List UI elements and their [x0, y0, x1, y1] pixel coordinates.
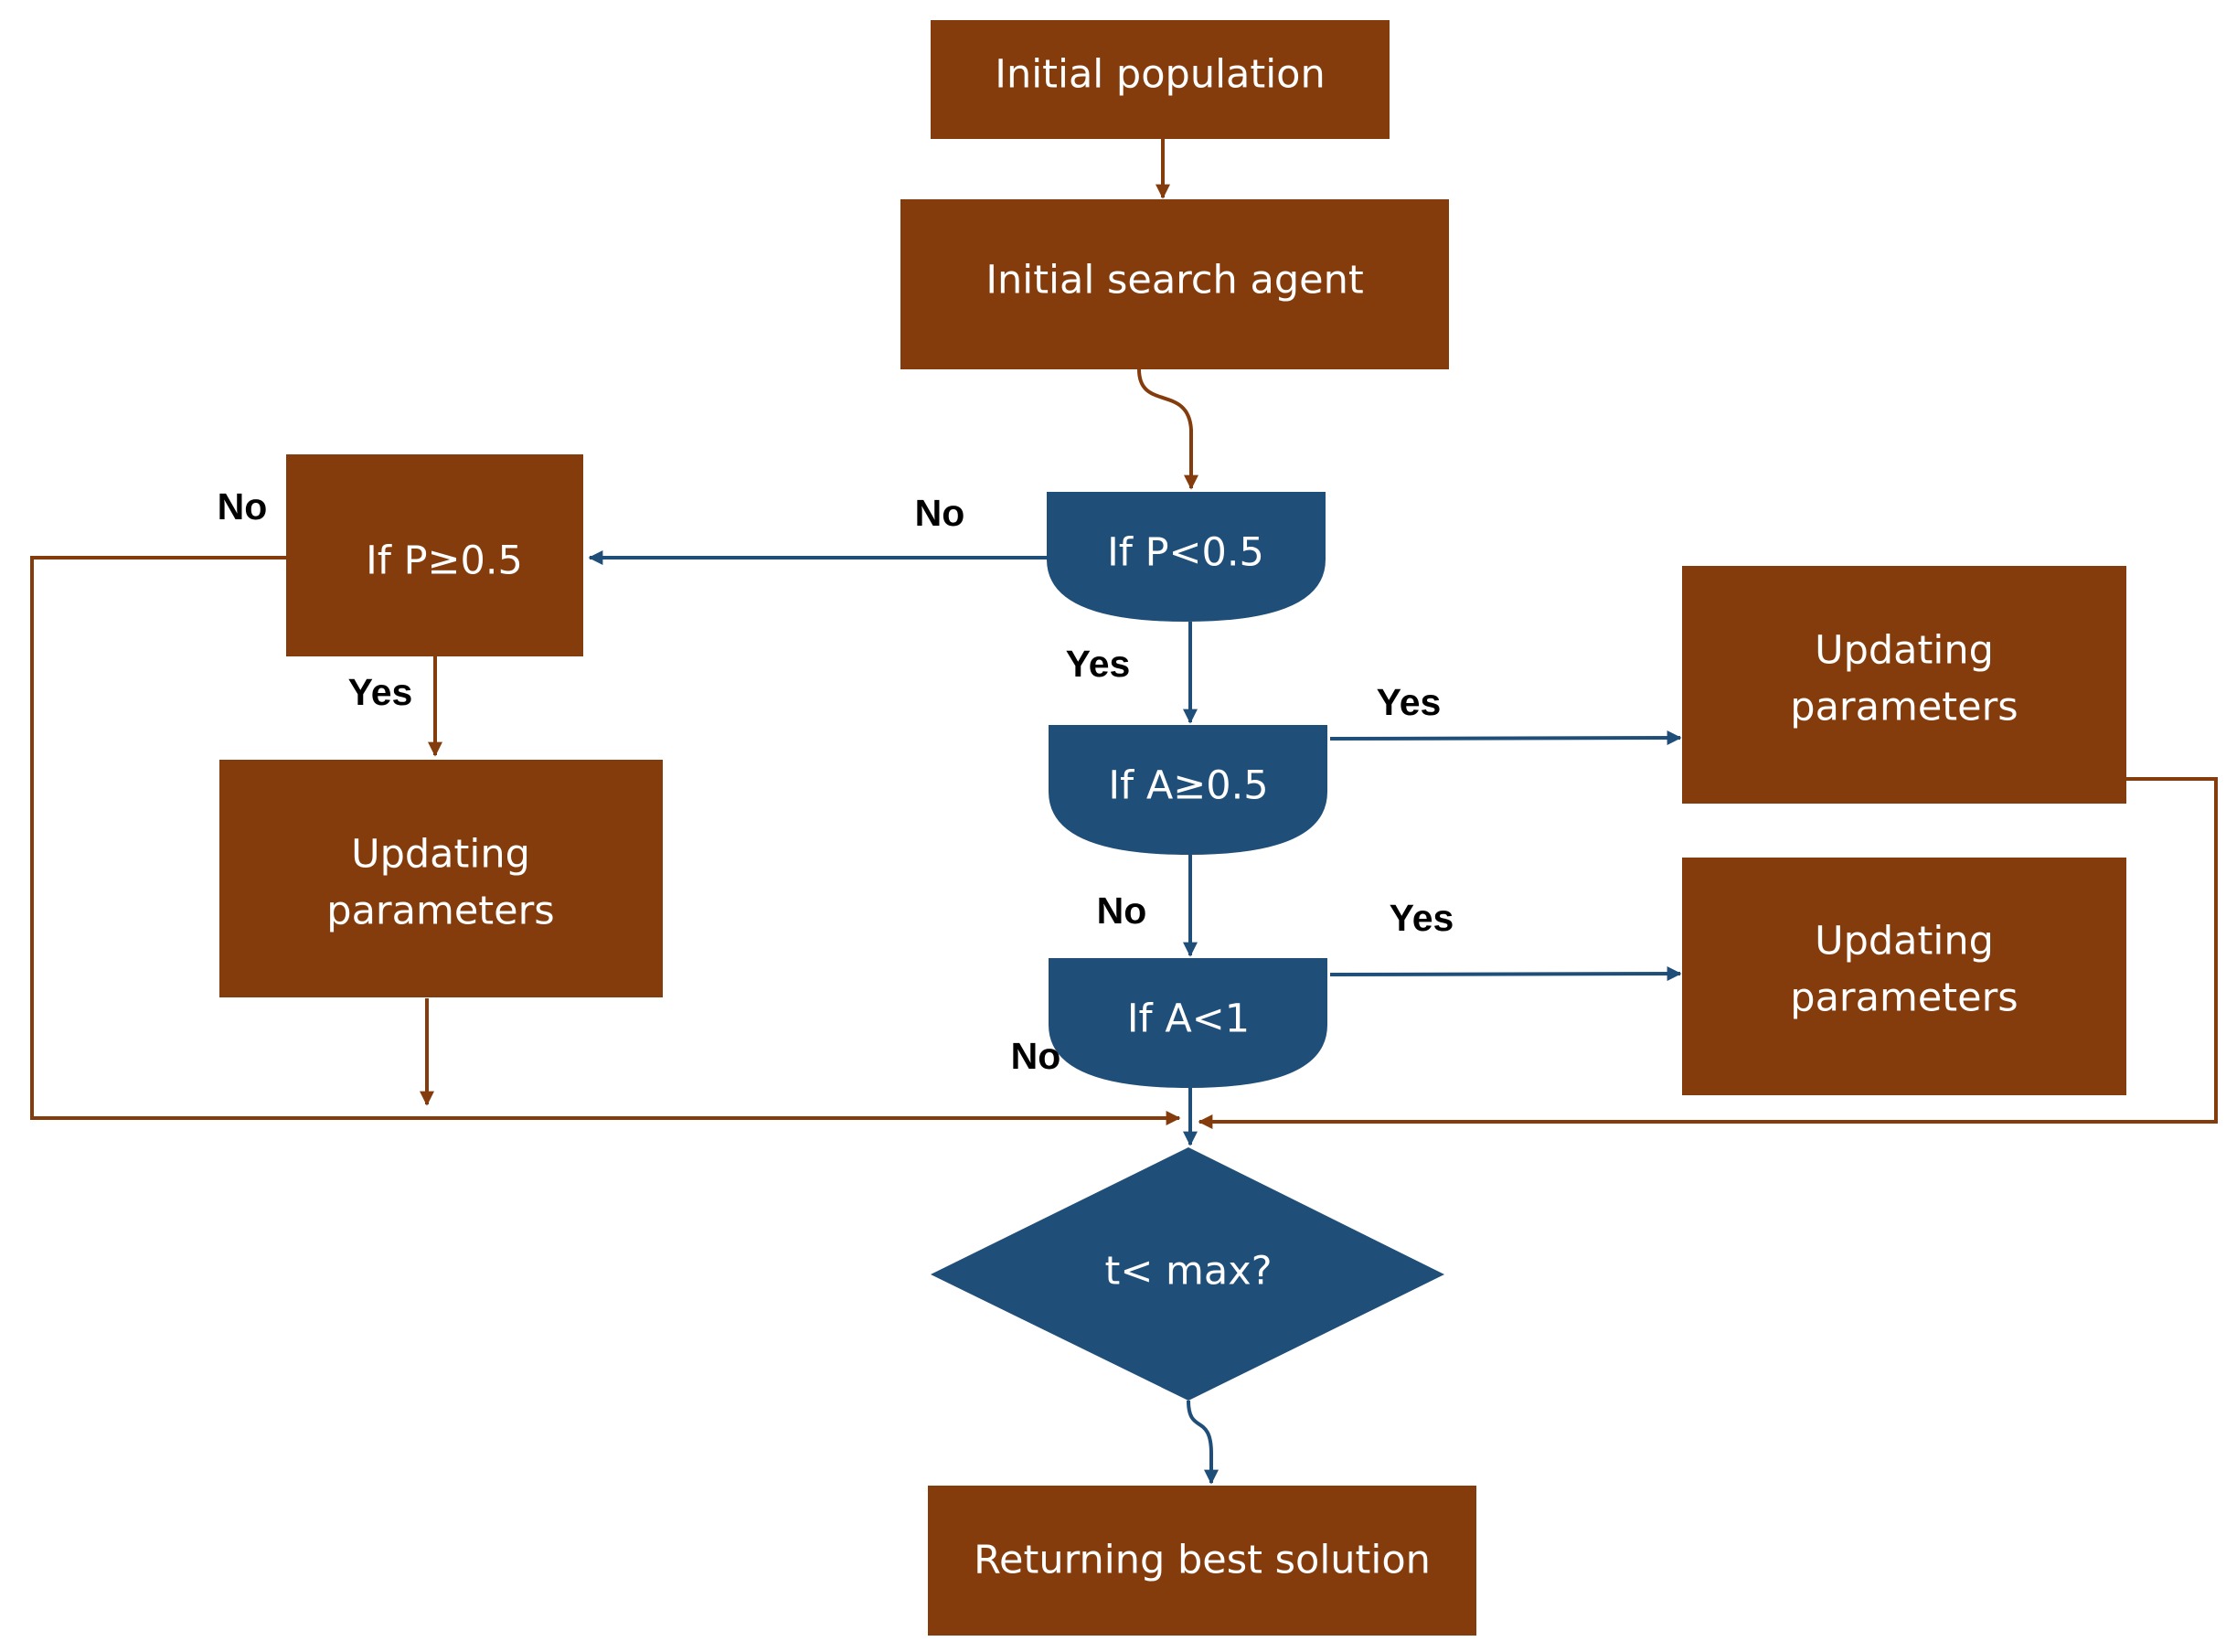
- node-if-a-ge: If A≥0.5: [1049, 725, 1327, 855]
- label-yes-a-lt: Yes: [1390, 897, 1454, 939]
- edge-a-lt-to-update-bottom: [1329, 966, 1682, 982]
- update-left-line2: parameters: [326, 889, 554, 934]
- initial-population-label: Initial population: [995, 52, 1325, 98]
- update-right-bottom-line2: parameters: [1790, 975, 2018, 1021]
- update-right-bottom-line1: Updating: [1815, 919, 1994, 965]
- label-yes-p-ge: Yes: [348, 671, 413, 713]
- edge-update-top-loop: [1198, 777, 2218, 1129]
- node-returning-best-solution: Returning best solution: [928, 1486, 1476, 1636]
- edge-p-ge-no-loop: [30, 556, 1181, 1125]
- label-no-a-ge: No: [1097, 890, 1147, 932]
- edge-tmax-to-return: [1187, 1400, 1219, 1485]
- update-left-line1: Updating: [351, 832, 530, 878]
- if-a-lt-label: If A<1: [1127, 997, 1250, 1042]
- label-no-p-lt: No: [915, 492, 965, 534]
- update-right-top-line1: Updating: [1815, 628, 1994, 674]
- label-no-p-ge: No: [218, 485, 268, 528]
- edge-a-ge-to-update-top: [1329, 730, 1682, 746]
- node-initial-search-agent: Initial search agent: [900, 199, 1449, 369]
- node-update-right-top: Updating parameters: [1682, 566, 2126, 804]
- node-t-max: t< max?: [931, 1147, 1444, 1401]
- connectors: [30, 139, 2218, 1485]
- t-max-label: t< max?: [1104, 1249, 1272, 1295]
- node-update-right-bottom: Updating parameters: [1682, 858, 2126, 1095]
- edge-agent-to-p-lt: [1137, 368, 1198, 490]
- label-yes-a-ge: Yes: [1377, 681, 1442, 723]
- node-if-p-ge: If P≥0.5: [286, 454, 583, 656]
- update-right-top-line2: parameters: [1790, 685, 2018, 730]
- label-no-a-lt: No: [1011, 1035, 1061, 1077]
- node-if-a-lt: If A<1: [1049, 958, 1327, 1088]
- node-initial-population: Initial population: [931, 20, 1390, 139]
- node-update-left: Updating parameters: [219, 760, 663, 997]
- returning-best-solution-label: Returning best solution: [974, 1538, 1431, 1583]
- initial-search-agent-label: Initial search agent: [985, 258, 1363, 304]
- if-a-ge-label: If A≥0.5: [1108, 763, 1268, 809]
- label-yes-p-lt: Yes: [1066, 643, 1131, 685]
- node-if-p-lt: If P<0.5: [1047, 492, 1326, 622]
- if-p-ge-label: If P≥0.5: [366, 538, 523, 584]
- if-p-lt-label: If P<0.5: [1107, 530, 1264, 576]
